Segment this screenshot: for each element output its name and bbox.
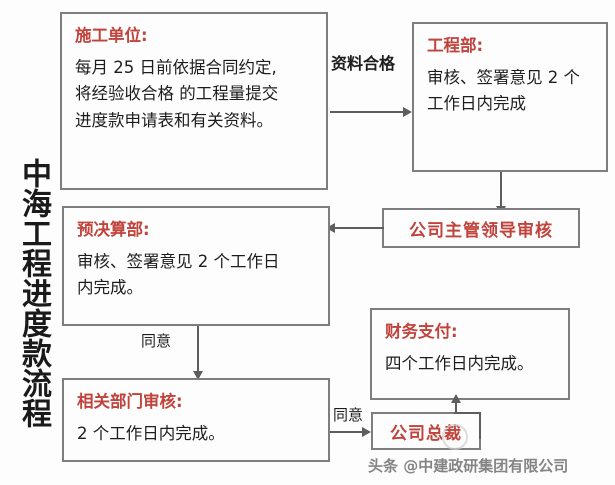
box-finance-payment[interactable]: 财务支付: 四个工作日内完成。 — [370, 308, 570, 400]
box-construction-unit[interactable]: 施工单位: 每月 25 日前依据合同约定, 将经验收合格 的工程量提交 进度款申… — [60, 12, 328, 190]
connector-related-depts-to-president — [330, 431, 365, 433]
edge-label-materials-qualified: 资料合格 — [330, 50, 397, 74]
edge-label-agree-budget: 同意 — [140, 330, 173, 351]
connector-budget-to-related-depts — [197, 326, 199, 374]
box-finance-payment-line-1: 四个工作日内完成。 — [385, 353, 534, 373]
box-related-depts-review-header: 相关部门审核: — [77, 392, 183, 411]
connector-leader-to-budget — [332, 227, 384, 229]
box-budget-dept-line-1: 审核、签署意见 2 个工作日 — [77, 251, 280, 271]
box-engineering-dept[interactable]: 工程部: 审核、签署意见 2 个 工作日内完成 — [412, 22, 608, 172]
box-related-depts-review-line-1: 2 个工作日内完成。 — [77, 423, 225, 443]
watermark-text: 头条 @中建政研集团有限公司 — [368, 457, 569, 475]
box-construction-unit-line-3: 进度款申请表和有关资料。 — [75, 111, 273, 131]
box-company-leader-review[interactable]: 公司主管领导审核 — [382, 208, 580, 248]
box-construction-unit-header: 施工单位: — [75, 26, 148, 45]
arrowhead-construction-to-engineering — [403, 107, 412, 117]
connector-president-to-finance-vertical — [455, 402, 457, 414]
box-engineering-dept-line-2: 工作日内完成 — [427, 94, 526, 114]
box-related-depts-review[interactable]: 相关部门审核: 2 个工作日内完成。 — [62, 378, 330, 462]
connector-construction-to-engineering — [330, 111, 404, 113]
box-engineering-dept-header: 工程部: — [427, 36, 484, 55]
box-construction-unit-line-1: 每月 25 日前依据合同约定, — [75, 57, 277, 77]
arrowhead-president-to-finance — [451, 394, 461, 403]
edge-label-agree-president: 同意 — [332, 404, 365, 425]
chart-vertical-title: 中海工程进度款流程 — [16, 158, 51, 428]
watermark-ring-icon — [442, 424, 468, 450]
connector-president-riser — [479, 412, 481, 439]
box-budget-dept-header: 预决算部: — [77, 220, 150, 239]
box-budget-dept[interactable]: 预决算部: 审核、签署意见 2 个工作日 内完成。 — [62, 206, 330, 326]
arrowhead-budget-to-related-depts — [193, 371, 203, 380]
box-budget-dept-line-2: 内完成。 — [77, 278, 143, 298]
box-company-leader-review-header: 公司主管领导审核 — [409, 220, 553, 241]
box-construction-unit-line-2: 将经验收合格 的工程量提交 — [75, 84, 279, 104]
box-engineering-dept-line-1: 审核、签署意见 2 个 — [427, 67, 580, 87]
arrowhead-leader-to-budget — [326, 223, 335, 233]
box-finance-payment-header: 财务支付: — [385, 322, 458, 341]
connector-president-to-finance-horizontal — [454, 412, 481, 414]
connector-engineering-to-leader — [500, 172, 502, 209]
arrowhead-related-depts-to-president — [362, 427, 371, 437]
